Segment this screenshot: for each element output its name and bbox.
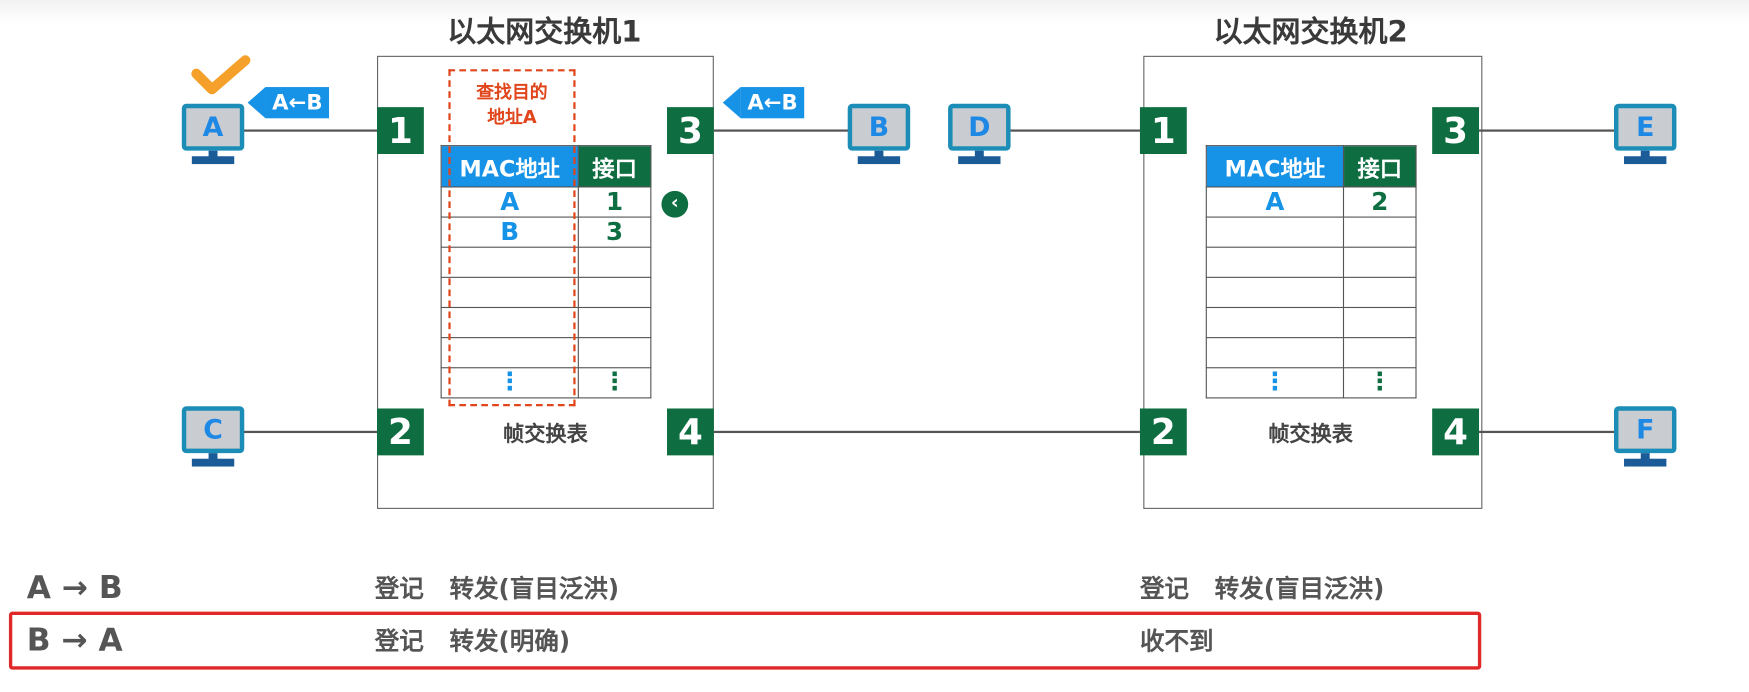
- table-row: [440, 337, 652, 369]
- mac-column-header: MAC地址: [1205, 145, 1345, 188]
- mac-cell: [1205, 216, 1345, 248]
- link-port4-f: [1479, 430, 1614, 434]
- mac-cell: A: [1205, 186, 1345, 218]
- port-cell: [577, 337, 652, 369]
- mac-cell: [440, 276, 579, 309]
- link-d-port1: [1010, 129, 1140, 132]
- chevron-left-icon: ‹: [661, 190, 689, 218]
- lookup-highlight-box: [448, 69, 576, 407]
- table-row: [1205, 337, 1417, 369]
- switch1-port-4: 4: [667, 408, 714, 456]
- host-d: D: [948, 103, 1011, 169]
- host-e-label: E: [1613, 103, 1677, 151]
- switch2-action-b-to-a: 收不到: [1139, 628, 1214, 657]
- port-column-header: 接口: [1342, 145, 1417, 188]
- port-cell: [1342, 276, 1417, 309]
- mac-cell: ⋮: [1205, 367, 1345, 399]
- port-cell: 2: [1342, 186, 1417, 218]
- table-row: [1205, 216, 1417, 248]
- port-cell: [577, 246, 652, 278]
- table-row: ⋮⋮: [440, 367, 652, 399]
- flow-a-to-b: A → B: [26, 569, 123, 607]
- link-a-port1: [243, 129, 378, 132]
- arrow-left-icon: [722, 87, 741, 119]
- lookup-note-line2: 地址A: [487, 106, 537, 128]
- host-a: A: [181, 103, 245, 169]
- lookup-note-line1: 查找目的: [476, 81, 548, 103]
- switch1-title: 以太网交换机1: [447, 15, 642, 50]
- table-row: [440, 276, 652, 309]
- switch2-port-4: 4: [1432, 408, 1480, 456]
- switch2-port-3: 3: [1432, 107, 1480, 155]
- switch1-port-3: 3: [667, 107, 714, 155]
- table-row: [1205, 276, 1417, 309]
- link-port3-b: [713, 129, 850, 132]
- highlight-box: [8, 611, 1482, 670]
- mac-cell: [1205, 246, 1345, 278]
- port-cell: [1342, 306, 1417, 339]
- frame-tag-label: A←B: [265, 87, 330, 119]
- port-column-header: 接口: [577, 145, 652, 188]
- host-f: F: [1613, 406, 1677, 471]
- arrow-left-icon: [247, 87, 266, 119]
- port-cell: [1342, 216, 1417, 248]
- mac-column-header: MAC地址: [440, 145, 579, 188]
- host-b: B: [847, 103, 911, 169]
- table-row: [1205, 246, 1417, 278]
- link-c-port2: [243, 430, 378, 434]
- switch2-action-a-to-b: 登记 转发(盲目泛洪): [1139, 575, 1385, 604]
- host-c: C: [181, 406, 245, 471]
- mac-cell: [1205, 337, 1345, 369]
- host-a-label: A: [181, 103, 245, 151]
- flow-b-to-a: B → A: [26, 621, 123, 659]
- checkmark-icon: [191, 55, 251, 95]
- port-cell: [1342, 246, 1417, 278]
- table-row: [440, 306, 652, 339]
- mac-cell: [1205, 276, 1345, 309]
- host-d-label: D: [948, 103, 1011, 151]
- table-row: ⋮⋮: [1205, 367, 1417, 399]
- mac-cell: B: [440, 216, 579, 248]
- frame-tag-at-a: A←B: [247, 87, 330, 119]
- switch1-action-a-to-b: 登记 转发(盲目泛洪): [374, 575, 620, 604]
- lookup-note: 查找目的 地址A: [448, 80, 575, 129]
- mac-cell: ⋮: [440, 367, 579, 399]
- port-cell: [577, 276, 652, 309]
- switch1-table-caption: 帧交换表: [503, 421, 588, 447]
- switch2-table-caption: 帧交换表: [1268, 421, 1353, 447]
- switch2-port-1: 1: [1139, 107, 1187, 155]
- switch1-port-2: 2: [377, 408, 424, 456]
- frame-tag-label: A←B: [740, 87, 805, 119]
- host-b-label: B: [847, 103, 911, 151]
- mac-cell: [440, 337, 579, 369]
- table-row: [1205, 306, 1417, 339]
- host-c-label: C: [181, 406, 245, 454]
- port-cell: ⋮: [1342, 367, 1417, 399]
- switch1-action-b-to-a: 登记 转发(明确): [374, 628, 571, 657]
- switch2-title: 以太网交换机2: [1213, 15, 1408, 50]
- mac-cell: [440, 306, 579, 339]
- mac-cell: [1205, 306, 1345, 339]
- port-cell: [1342, 337, 1417, 369]
- port-cell: 3: [577, 216, 652, 248]
- host-e: E: [1613, 103, 1677, 169]
- port-cell: [577, 306, 652, 339]
- table-row: [440, 246, 652, 278]
- port-cell: ⋮: [577, 367, 652, 399]
- switch1-port-1: 1: [377, 107, 424, 155]
- link-port3-e: [1479, 129, 1614, 132]
- port-cell: 1: [577, 186, 652, 218]
- frame-tag-at-switch1: A←B: [722, 87, 805, 119]
- switch2-port-2: 2: [1139, 408, 1187, 456]
- host-f-label: F: [1613, 406, 1677, 454]
- link-switch1-switch2: [713, 430, 1140, 434]
